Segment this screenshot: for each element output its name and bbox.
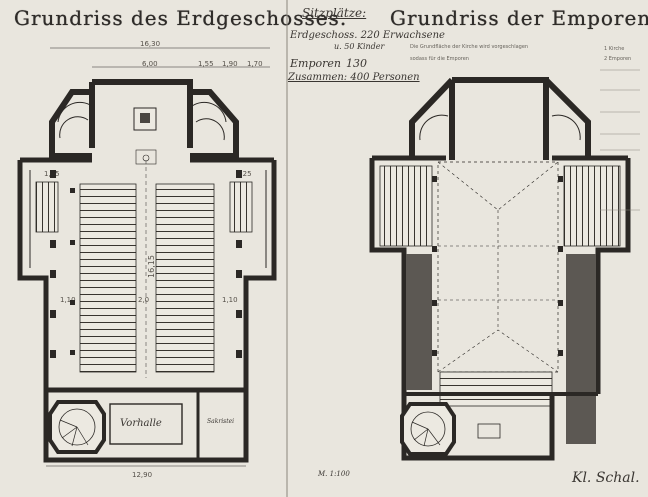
gallery-strip-right [566,254,596,444]
narthex-walls [43,390,249,463]
label-vorhalle: Vorhalle [120,418,162,429]
margin-note-1: 1 Kirche [604,46,625,52]
seating-children-line: u. 50 Kinder [334,42,385,51]
margin-note-2: 2 Emporen [604,56,632,62]
dim-aisle-b: 2,0 [138,296,150,304]
dim-seg-2: 1,55 [198,60,214,68]
title-ground-floor: Grundriss des Erdgeschosses. [14,6,348,30]
ground-floor-plan [17,47,277,467]
gallery-right-seats [563,165,621,247]
gallery-columns [432,176,563,356]
dim-side-right: 1,25 [236,170,252,178]
note-line-2: sodass für die Emporen [410,56,469,62]
dim-aisle-a: 1,10 [60,296,76,304]
vorhalle-box [109,403,183,445]
title-gallery-floor: Grundriss der Emporen. [390,6,648,30]
side-pews-right [229,181,253,233]
seating-galleries-label: Emporen [290,57,341,70]
side-pews-left [35,181,59,233]
stair-upper-left [49,89,92,159]
gallery-left-seats [379,165,433,247]
dim-seg-3: 1,90 [222,60,238,68]
dim-seg-4: 1,70 [247,60,263,68]
seating-galleries-value: 130 [346,57,367,70]
dim-aisle-c: 1,10 [222,296,238,304]
pews-right-block [155,183,215,373]
stair-upper-right [190,89,239,159]
outer-wall-left [17,160,49,390]
seating-total-line: Zusammen: 400 Personen [288,72,420,83]
pews-left-block [79,183,137,373]
outer-wall-right [243,160,277,390]
signature: Kl. Schal. [572,470,640,486]
label-sakristei: Sakristei [207,418,235,425]
dim-overall-top: 16,30 [140,40,161,48]
gallery-floor-plan [369,77,631,461]
seating-heading: Sitzplätze: [302,6,367,20]
gallery-chancel [449,77,549,160]
seating-ground-line: Erdgeschoss. 220 Erwachsene [290,30,445,41]
gallery-strip-left [406,254,432,390]
gallery-outer-walls [369,158,631,394]
rear-gallery-pews [439,371,553,407]
label-scale: M. 1:100 [318,470,350,478]
note-line-1: Die Grundfläche der Kirche wird vorgesch… [410,44,529,50]
dim-bottom: 12,90 [132,471,153,479]
margin-calculations [600,69,640,211]
dim-seg-1: 6,00 [142,60,158,68]
